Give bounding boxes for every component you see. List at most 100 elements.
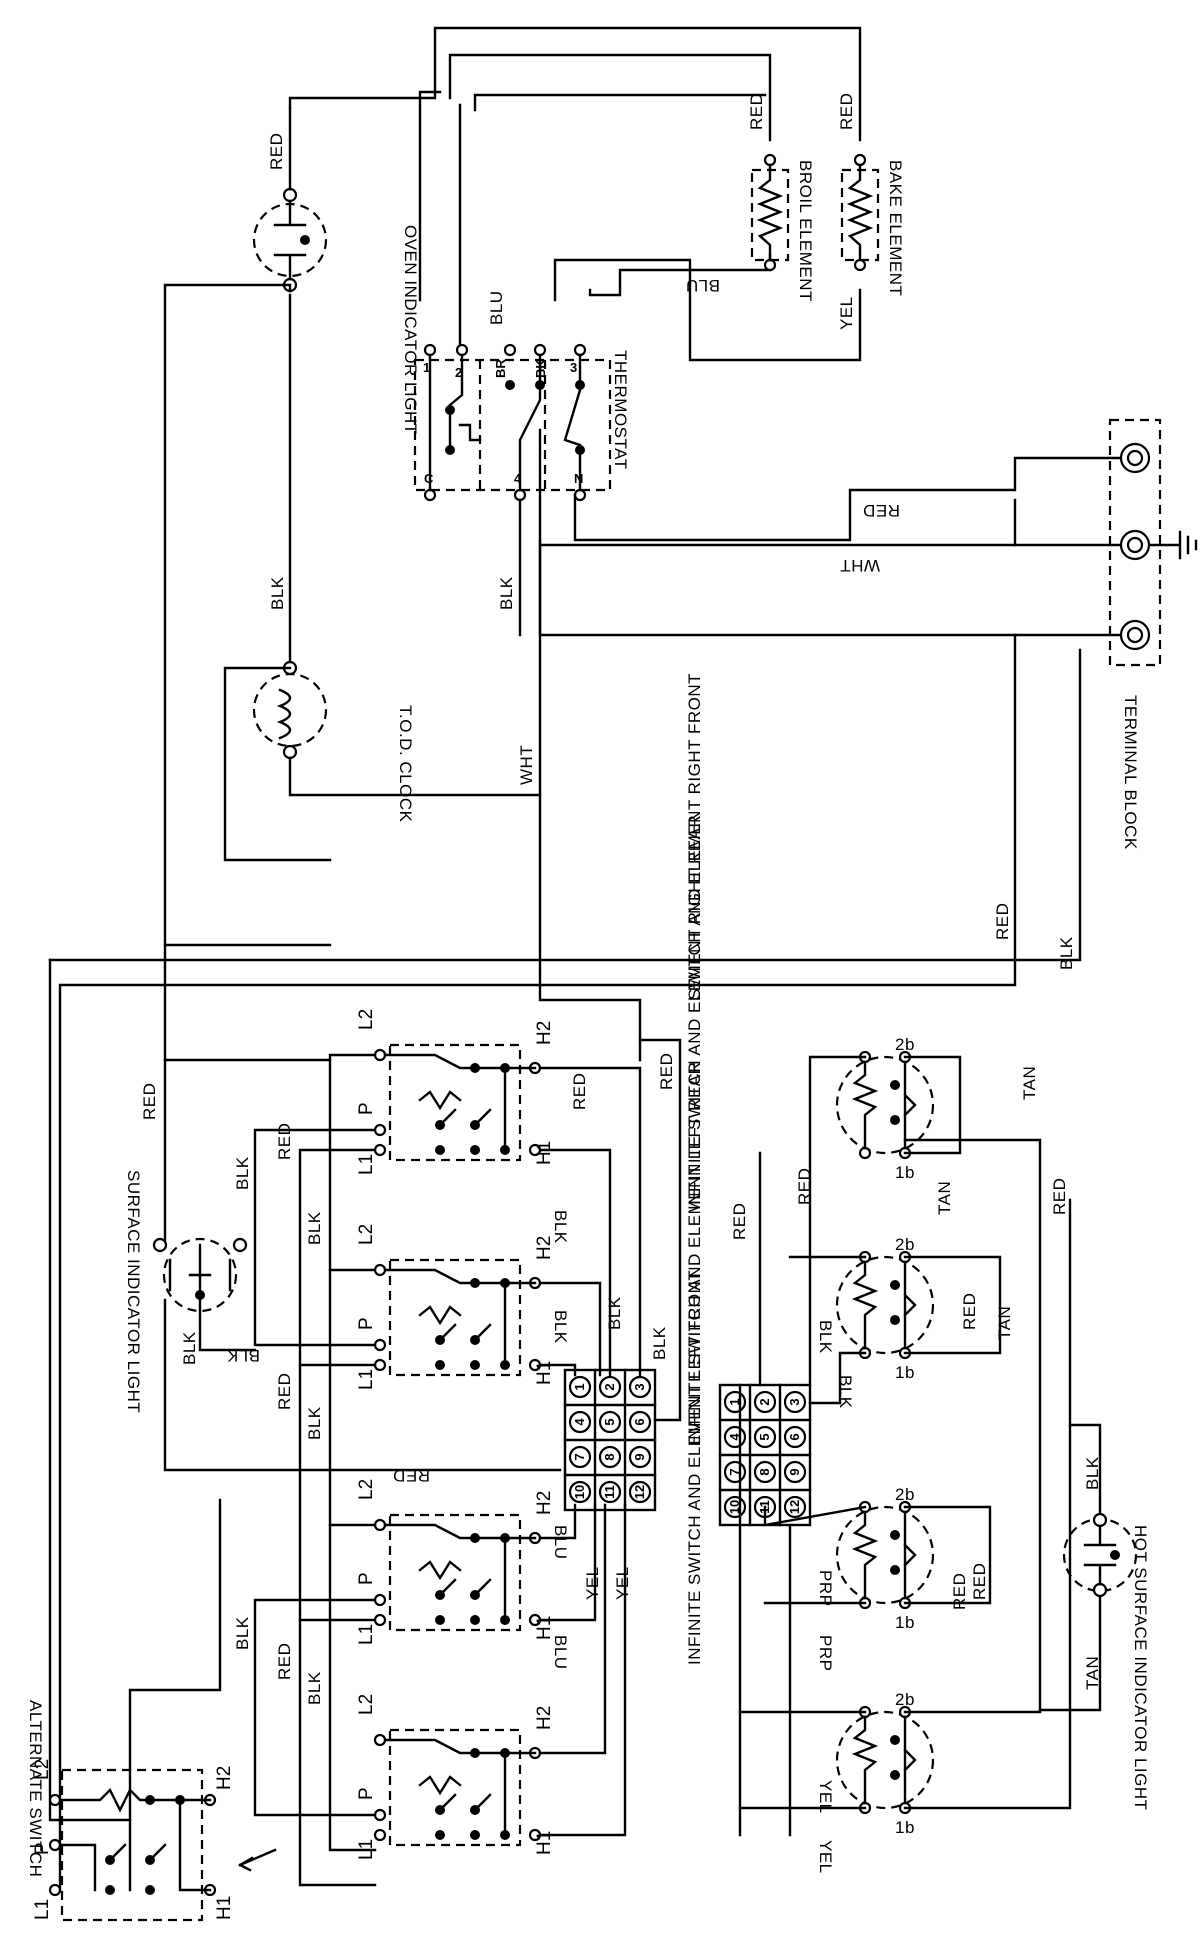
connector-pin [783,1460,807,1484]
bus-taps [298,1268,377,1622]
bus-l2 [328,1053,377,1852]
label-yel-lf2: YEL [816,1840,835,1874]
wire-red-alt [128,1498,222,1892]
label-blk-rr2: BLK [836,1375,855,1409]
sw4-h1: H1 [534,1831,555,1855]
sw1-h2: H2 [534,1021,555,1045]
alt-l2: L2 [32,1759,53,1780]
label-yel-c2: YEL [613,1566,632,1600]
sw2-p: P [356,1317,377,1330]
connector-pin [568,1480,592,1504]
label-prp-lr1: PRP [816,1570,835,1606]
wire-tan-right [903,1138,1042,1714]
label-blu-th: BLU [487,290,506,325]
label-blk-sw3b: BLK [233,1616,252,1650]
label-yel-bake: YEL [837,296,856,330]
wire-red-rf [808,1055,867,1387]
connector-pin [598,1445,622,1469]
label-blk-surface2: BLK [226,1346,260,1365]
connector-pin [753,1425,777,1449]
wire-red-lr [903,1505,992,1605]
wire-red-tb [573,456,1122,542]
connector-pin-number: 4 [727,1433,742,1441]
wire-wht-down [538,793,642,1062]
tod-clock [252,660,328,760]
alt-p: P [32,1842,53,1855]
label-red-bake: RED [837,93,856,130]
connector-pin-number: 6 [632,1418,647,1425]
label-red-c2: RED [570,1073,589,1110]
label-blk-hot: BLK [1083,1456,1102,1490]
label-yel-lf1: YEL [816,1780,835,1814]
sw3-h2: H2 [534,1491,555,1515]
connector-pin [568,1375,592,1399]
wire-blk-feed [48,648,1082,962]
connector-pin-number: 8 [602,1453,617,1460]
sw3-l2: L2 [356,1479,377,1500]
th-term-br: BR [493,359,508,378]
wire-red-rr2 [903,1255,1002,1355]
sw3-h1: H1 [534,1616,555,1640]
connector-pin-number: 5 [757,1433,772,1440]
surface-switch-3 [373,1513,542,1632]
wire-tan-rf [903,1055,962,1155]
wire-blk-main [163,283,332,947]
connector-pin [568,1445,592,1469]
label-surface-light: SURFACE INDICATOR LIGHT [124,1170,143,1413]
wire-hot-light [1038,1423,1102,1712]
connector-pin-number: 7 [572,1453,587,1460]
label-tod-clock: T.O.D. CLOCK [396,705,415,823]
surface-indicator-light [152,1237,248,1313]
label-hot-surface-light: HOT SURFACE INDICATOR LIGHT [1131,1525,1150,1811]
label-red-rf1: RED [795,1168,814,1205]
wire-red-broil [448,53,772,142]
rr-2b: 2b [895,1235,915,1254]
label-red-mid: RED [393,1466,430,1485]
thermostat [413,343,612,502]
wire-h2-sw2 [538,1281,602,1377]
label-tan-rf: TAN [935,1181,954,1215]
alt-h1: H1 [214,1896,235,1920]
th-term-4: 4 [514,471,522,486]
label-tan-rr: TAN [995,1306,1014,1340]
sw1-p: P [356,1102,377,1115]
bus-p-2 [253,1598,377,1817]
label-wht-1: WHT [517,745,536,785]
connector-pin-number: 12 [787,1500,802,1514]
th-term-n: N [574,471,583,486]
connector-pin-number: 6 [787,1433,802,1440]
wire-blu-bake [553,258,862,362]
sw3-p: P [356,1572,377,1585]
label-blk-th: BLK [497,576,516,610]
th-term-1: 1 [423,360,430,375]
label-oven-light: OVEN INDICATOR LIGHT [401,225,420,435]
label-red-lr2: RED [970,1563,989,1600]
lf-1b: 1b [895,1818,915,1837]
label-elem-right-rear: INFINITE SWITCH AND ELEMENT RIGHT REAR [685,815,704,1210]
infinite-switch-left-rear [835,1500,935,1610]
alt-h2: H2 [214,1766,235,1790]
connector-pin [753,1390,777,1414]
wire-blk-surface [163,1058,562,1472]
connector-pin [598,1480,622,1504]
label-red-rf3: RED [1050,1178,1069,1215]
label-yel-c1: YEL [583,1566,602,1600]
bake-element [840,153,880,272]
label-red-sw1: RED [275,1123,294,1160]
label-red-broil: RED [747,93,766,130]
label-red-surface: RED [140,1083,159,1120]
wire-red-surface [163,943,332,1062]
wire-red-conn [638,1038,682,1422]
connector-pin-number: 12 [632,1485,647,1499]
label-alternate-switch: ALTERNATE SWITCH [26,1700,45,1877]
label-tan-rf2: TAN [1020,1066,1039,1100]
label-tan-hot: TAN [1083,1656,1102,1690]
connector-pin-number: 2 [602,1383,617,1390]
label-red-tb: RED [863,501,900,520]
label-wht-tb: WHT [840,556,880,575]
label-blk-c1: BLK [551,1210,570,1244]
alternate-switch [48,1768,217,1922]
sw4-p: P [356,1787,377,1800]
label-bake-element: BAKE ELEMENT [886,160,905,296]
sw1-l2: L2 [356,1009,377,1030]
